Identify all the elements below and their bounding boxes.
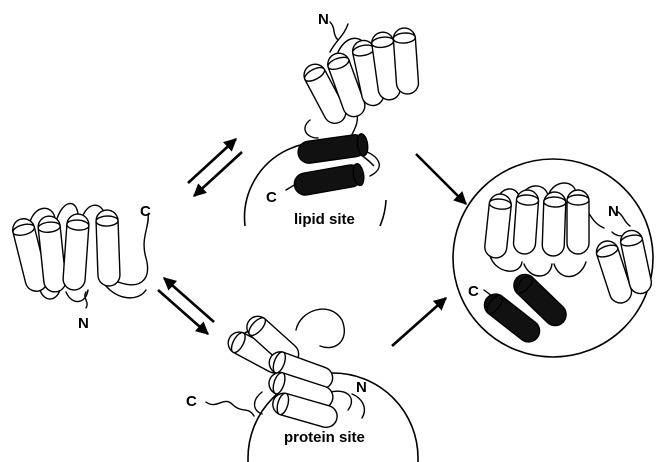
left-n-terminus: N [78,315,89,332]
protein-site-helices [224,312,339,430]
final-state-c-terminus: C [468,283,479,300]
lipid-site-c-terminus: C [266,189,277,206]
left-c-tail [118,214,148,285]
protein-site-label: protein site [284,429,365,446]
lipid-site-n-terminus: N [318,11,329,28]
left-c-terminus: C [140,203,151,220]
final-membrane-state: C N [453,159,653,357]
arrow-lipid-to-final [416,154,466,204]
lipid-site-n-tail [330,22,338,40]
protein-site-c-tail [206,401,254,416]
final-state-c-tail [484,290,492,296]
final-state-n-terminus: N [608,203,619,220]
equilibrium-arrow-left-bottom [158,278,214,334]
lipid-site-dark-helices [293,133,369,197]
lipid-site-state: C N lipid site [245,11,420,228]
lipid-site-label: lipid site [294,211,355,228]
final-state-light-helices [484,189,654,306]
protein-site-n-tail [352,394,364,418]
arrow-protein-to-final [392,298,446,346]
lipid-site-light-helices [300,27,419,127]
protein-site-state: C N protein site [186,309,418,462]
protein-site-c-terminus: C [186,393,197,410]
protein-site-n-terminus: N [356,379,367,396]
left-protein-state: C N [10,203,151,332]
equilibrium-arrow-left-top [188,139,242,196]
final-state-dark-helices [480,270,571,347]
left-helices [10,210,120,294]
final-state-n-tail [618,212,630,226]
